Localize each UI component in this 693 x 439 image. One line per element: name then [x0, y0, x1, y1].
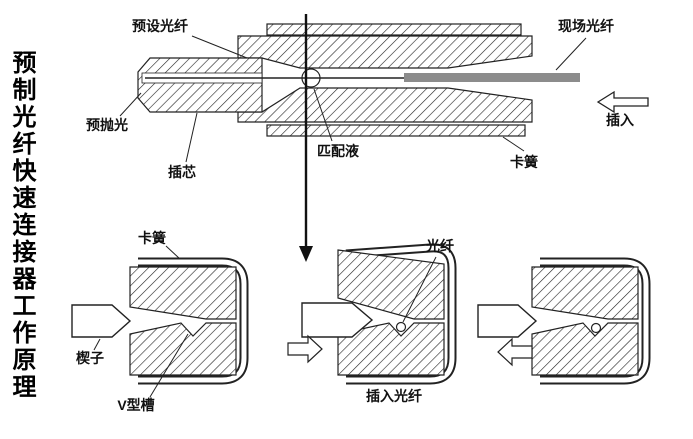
clamp-bottom-block-3	[531, 322, 639, 376]
clamp-stage-2: 光纤 插入光纤	[287, 238, 457, 404]
clamp-top-block-2	[337, 249, 445, 320]
wedge-shape-1	[71, 304, 132, 338]
leader-clip-bottom	[165, 245, 181, 260]
clamp-stage-1: 卡簧 楔子 V型槽	[71, 230, 249, 413]
label-ferrule: 插芯	[168, 164, 196, 180]
housing-top-half	[237, 35, 533, 69]
fiber-cross-section-3	[590, 322, 602, 334]
leader-matching-gel	[313, 88, 333, 142]
insert-arrow	[596, 90, 649, 114]
label-clip-top: 卡簧	[510, 154, 538, 170]
clamp-stage-3	[477, 257, 651, 385]
label-insert: 插入	[606, 112, 634, 128]
outer-sleeve-bottom	[266, 124, 526, 137]
clip-band-right-inner	[540, 259, 649, 383]
matching-gel-circle	[301, 68, 321, 88]
wedge-shape-2	[301, 302, 374, 338]
leader-field-fiber	[555, 37, 587, 71]
clip-band-left-inner	[138, 259, 247, 383]
wedge-shape-3	[477, 304, 538, 338]
field-fiber	[404, 73, 580, 82]
leader-clip-top	[502, 136, 525, 152]
down-arrow-head	[299, 246, 313, 262]
leader-ferrule	[185, 112, 198, 163]
fiber-cross-section-2	[395, 321, 407, 333]
pull-arrow-left	[497, 337, 533, 367]
clamp-top-block-3	[531, 266, 639, 320]
label-clip-bottom: 卡簧	[138, 230, 166, 246]
label-fiber: 光纤	[425, 238, 454, 254]
label-matching-gel: 匹配液	[317, 143, 360, 159]
leader-fiber	[402, 256, 437, 323]
leader-wedge	[93, 338, 101, 351]
label-insert-fiber: 插入光纤	[366, 388, 422, 404]
label-field-fiber: 现场光纤	[558, 18, 614, 34]
clip-band-middle-inner	[345, 245, 455, 383]
label-v-groove: V型槽	[117, 397, 154, 413]
connector-cross-section: 预设光纤 现场光纤 预抛光 插芯 匹配液 卡簧 插入	[86, 14, 649, 262]
label-pre-polish: 预抛光	[86, 117, 128, 133]
clamp-top-block-1	[129, 266, 237, 320]
clamp-bottom-block-1	[129, 322, 237, 376]
leader-pre-polish	[119, 92, 142, 117]
label-wedge: 楔子	[76, 350, 104, 366]
housing-bottom-half	[237, 87, 533, 123]
outer-sleeve-top	[266, 23, 522, 36]
push-arrow-right	[287, 334, 323, 364]
leader-preset-fiber	[191, 35, 248, 59]
page-title: 预制光纤快速连接器工作原理	[8, 50, 35, 401]
label-preset-fiber: 预设光纤	[132, 18, 188, 34]
ferrule-shape	[137, 57, 263, 113]
leader-v-groove	[149, 333, 189, 398]
